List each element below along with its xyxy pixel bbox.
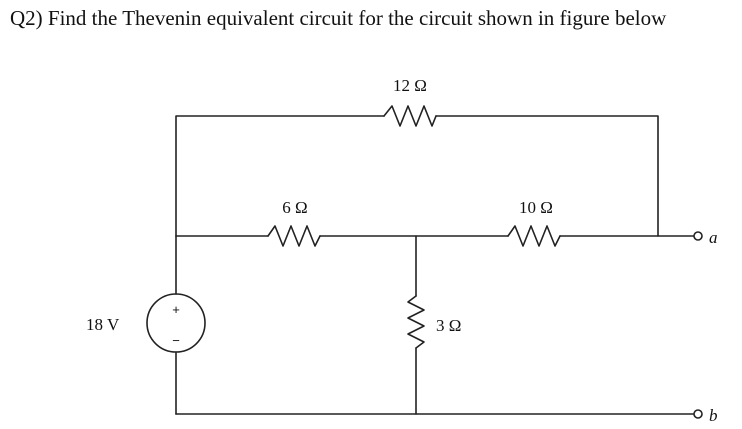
question-text: Q2) Find the Thevenin equivalent circuit…: [10, 6, 667, 30]
terminal-a-label: a: [709, 228, 718, 247]
wire-top-right: [435, 115, 659, 237]
resistor-6-ohm: [267, 225, 321, 247]
resistor-12-ohm-label: 12 Ω: [393, 76, 427, 95]
resistor-10-ohm-label: 10 Ω: [519, 198, 553, 217]
resistor-12-ohm: [383, 105, 437, 127]
resistor-3-ohm: [407, 295, 425, 349]
resistor-6-ohm-label: 6 Ω: [282, 198, 307, 217]
source-minus-sign: −: [172, 333, 180, 348]
terminal-b-node: [693, 409, 703, 419]
wire-top: [175, 115, 385, 237]
source-plus-sign: +: [172, 302, 180, 317]
resistor-3-ohm-label: 3 Ω: [436, 316, 461, 335]
terminal-b-label: b: [709, 406, 718, 425]
resistor-10-ohm: [507, 225, 561, 247]
voltage-source-label: 18 V: [86, 315, 120, 334]
terminal-a-node: [693, 231, 703, 241]
